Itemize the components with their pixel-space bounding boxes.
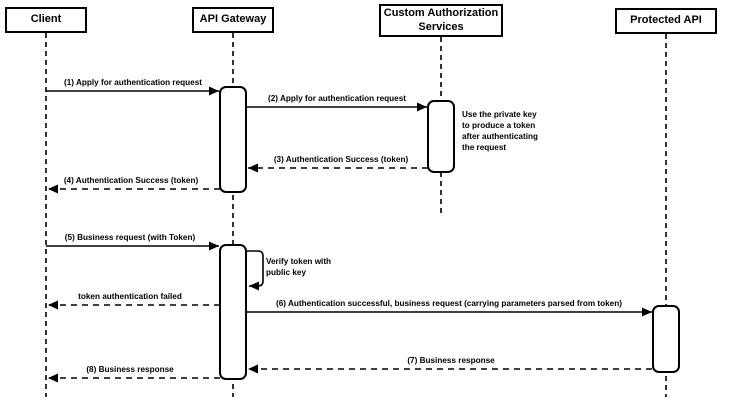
participant-client: Client	[5, 7, 87, 33]
activation-api-gateway-1	[219, 86, 247, 193]
message-4-label: (4) Authentication Success (token)	[63, 176, 199, 185]
message-token-failed-label: token authentication failed	[78, 292, 182, 301]
message-8-label: (8) Business response	[86, 365, 174, 374]
message-1-label: (1) Apply for authentication request	[64, 78, 202, 87]
message-2-label: (2) Apply for authentication request	[268, 94, 406, 103]
message-5-label: (5) Business request (with Token)	[64, 233, 196, 242]
activation-api-gateway-2	[219, 244, 247, 380]
participant-custom-authorization-services: Custom Authorization Services	[379, 4, 503, 37]
self-message-verify-token-label: Verify token with public key	[266, 257, 332, 277]
participant-protected-api: Protected API	[615, 8, 717, 34]
participant-api-gateway: API Gateway	[192, 7, 274, 33]
message-3-label: (3) Authentication Success (token)	[273, 155, 409, 164]
message-7-label: (7) Business response	[407, 356, 495, 365]
note-private-key: Use the private key to produce a token a…	[462, 110, 538, 152]
message-6-label: (6) Authentication successful, business …	[276, 299, 622, 308]
self-message-verify-token-arrow	[247, 250, 264, 291]
activation-protected-api	[652, 305, 680, 373]
activation-custom-authorization-services	[427, 100, 455, 173]
